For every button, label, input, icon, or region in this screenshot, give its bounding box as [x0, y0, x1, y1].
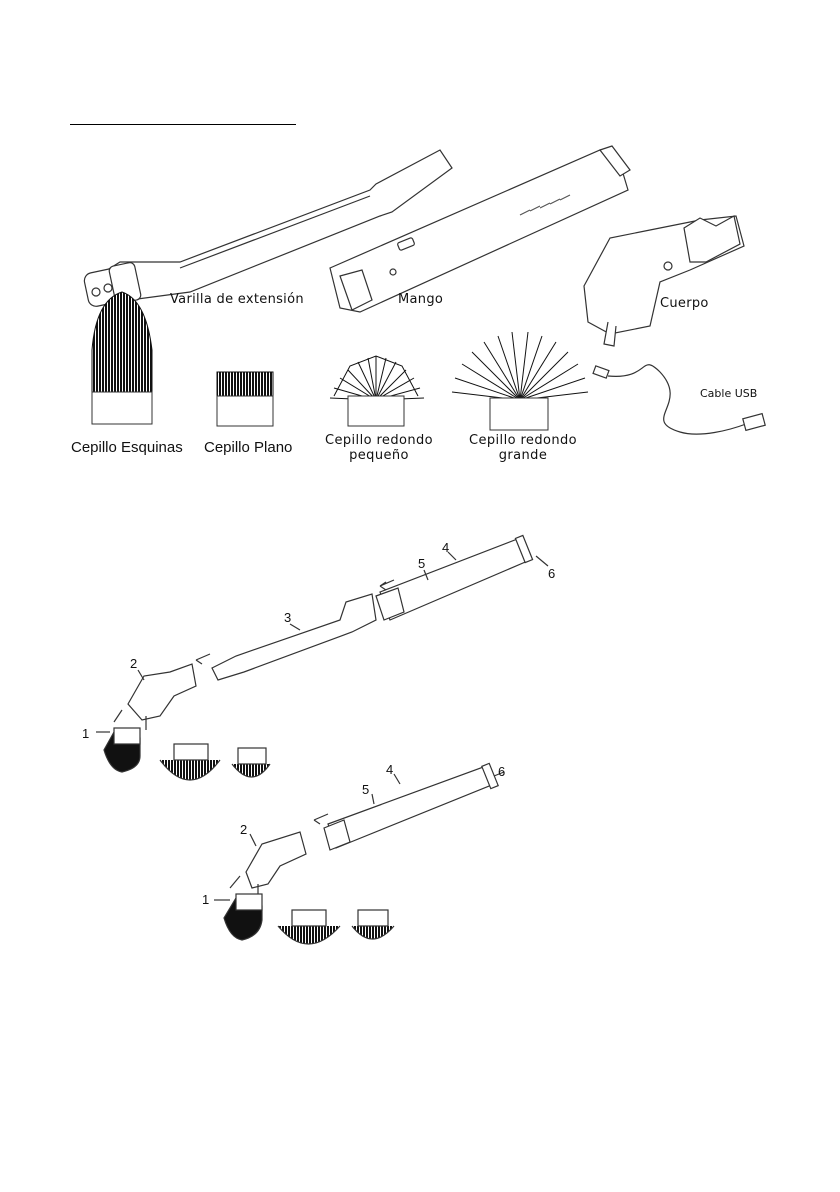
body-drawing	[584, 216, 744, 346]
label-small-round-brush-line1: Cepillo redondo	[320, 433, 438, 448]
callout-4-long: 4	[442, 540, 449, 555]
callout-1-short: 1	[202, 892, 209, 907]
callout-3-long: 3	[284, 610, 291, 625]
callout-6-short: 6	[498, 764, 505, 779]
callout-4-short: 4	[386, 762, 393, 777]
label-small-round-brush-line2: pequeño	[320, 448, 438, 463]
callout-6-long: 6	[548, 566, 555, 581]
callout-2-long: 2	[130, 656, 137, 671]
label-extension-rod: Varilla de extensión	[170, 292, 304, 307]
callout-5-long: 5	[418, 556, 425, 571]
small-round-brush-drawing	[330, 356, 424, 426]
large-round-brush-drawing	[452, 332, 588, 430]
label-corner-brush: Cepillo Esquinas	[71, 439, 183, 456]
flat-brush-drawing	[217, 372, 273, 426]
label-large-round-brush: Cepillo redondo grande	[460, 433, 586, 463]
assembly-long-drawing	[96, 535, 548, 780]
callout-5-short: 5	[362, 782, 369, 797]
assembly-short-drawing	[214, 763, 504, 944]
label-large-round-brush-line2: grande	[460, 448, 586, 463]
label-small-round-brush: Cepillo redondo pequeño	[320, 433, 438, 463]
label-handle: Mango	[398, 292, 443, 307]
label-flat-brush: Cepillo Plano	[204, 439, 292, 456]
label-body: Cuerpo	[660, 296, 709, 311]
callout-2-short: 2	[240, 822, 247, 837]
label-usb-cable: Cable USB	[700, 387, 757, 400]
label-large-round-brush-line1: Cepillo redondo	[460, 433, 586, 448]
callout-1-long: 1	[82, 726, 89, 741]
corner-brush-drawing	[92, 292, 152, 424]
